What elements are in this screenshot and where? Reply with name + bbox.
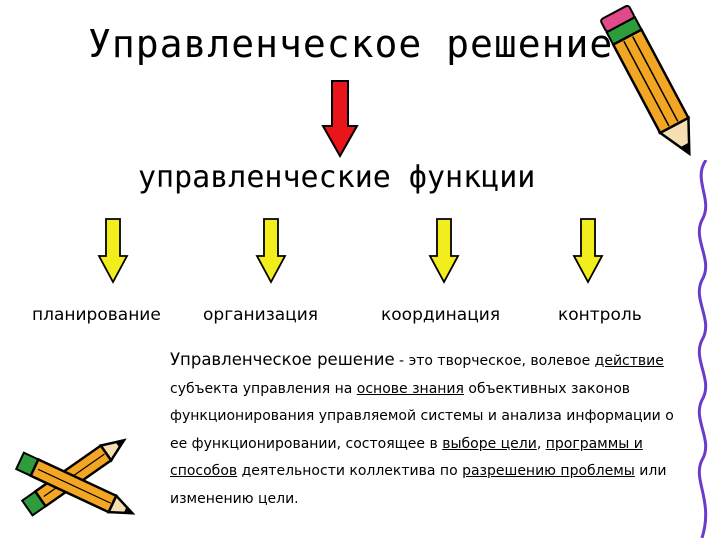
diagram-title: Управленческое решение [88, 22, 614, 66]
definition-part: субъекта управления на [170, 380, 357, 397]
crossed-pencils-icon [14, 438, 136, 517]
diagram-subtitle: управленческие функции [138, 160, 536, 195]
definition-underlined: разрешению проблемы [462, 463, 635, 479]
decorative-border [697, 160, 708, 538]
function-label-organization: организация [203, 305, 319, 325]
definition-part: это творческое, волевое [408, 353, 595, 369]
definition-underlined: действие [594, 353, 664, 369]
pencil-icon [600, 4, 691, 157]
function-arrow-coordination [428, 218, 460, 284]
function-arrow-planning [97, 218, 129, 284]
main-arrow [321, 80, 359, 158]
definition-dash: - [394, 353, 409, 369]
function-label-planning: планирование [32, 305, 161, 325]
definition-underlined: основе знания [356, 380, 464, 397]
definition-text: Управленческое решение - это творческое,… [170, 346, 690, 513]
function-label-control: контроль [558, 305, 642, 325]
function-arrow-organization [255, 218, 287, 284]
definition-part: или изменению цели. [170, 463, 667, 507]
definition-underlined: программы и способов [170, 435, 643, 480]
definition-part: , [536, 435, 546, 452]
definition-part: объективных законов функционирования упр… [170, 380, 674, 452]
function-arrow-control [572, 218, 604, 284]
definition-underlined: выборе цели [442, 435, 537, 452]
function-label-coordination: координация [381, 305, 501, 325]
definition-term: Управленческое решение [170, 350, 395, 369]
definition-part: деятельности коллектива по [237, 463, 463, 479]
